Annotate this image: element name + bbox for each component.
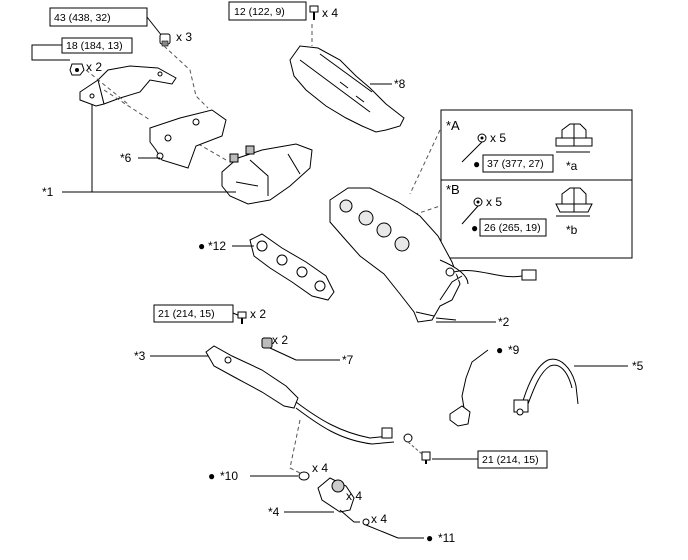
flange-nut-b-icon [555,187,593,217]
nut-icon [473,197,483,207]
o-ring-10: x 4 ● *10 [208,461,328,483]
callout-10-label: *10 [220,469,238,483]
torque-group-21b: 21 (214, 15) [407,441,548,469]
qty-x5-a-label: x 5 [490,131,506,145]
callout-8: *8 [370,77,406,91]
sensor-5: *5 [513,358,644,416]
callout-3: *3 [134,349,208,363]
callout-2: *2 [435,315,510,329]
bullet-dot-a: ● [473,157,480,171]
torque-43-label: 43 (438, 32) [54,12,111,24]
torque-18-label: 18 (184, 13) [66,40,123,52]
callout-9-label: *9 [508,343,520,357]
upper-heat-shield-8 [289,45,405,133]
qty-x2-sleeve-label: x 2 [272,333,288,347]
qty-x4-top-label: x 4 [322,6,338,20]
manifold-gasket-12 [249,233,335,301]
bullet-dot-11: ● [426,531,433,545]
qty-x3-label: x 3 [176,30,192,44]
bullet-dot-b: ● [471,221,478,235]
torque-12-label: 12 (122, 9) [234,6,285,18]
qty-x4-injector-label: x 4 [346,489,362,503]
torque-21b-label: 21 (214, 15) [482,454,539,466]
dashed-leader-injector [289,419,303,475]
injector-seal-11: x 4 ● *11 [362,512,455,545]
inset-a-label: *a [566,159,578,173]
bolt-icon [237,311,247,324]
bolt-icon [421,451,431,464]
bolt-icon [309,5,319,20]
oxygen-sensor-wire [445,267,537,281]
callout-4-label: *4 [268,505,280,519]
torque-37-label: 37 (377, 27) [487,158,544,170]
torque-group-18: 18 (184, 13) x 2 [31,37,133,76]
callout-6: *6 [120,151,160,165]
support-bracket-6 [149,109,227,169]
inset-b-label: *b [566,223,578,237]
callout-12-label: *12 [208,239,226,253]
clamp-9: ● *9 [449,343,520,427]
nut-type-inset: *A x 5 ● 37 (377, 27) *a *B x 5 ● 26 (26… [440,109,633,259]
nut-icon [477,133,487,143]
spacer-sleeve-7: x 2 *7 [261,333,354,367]
qty-x2-bolt-label: x 2 [250,307,266,321]
callout-6-label: *6 [120,151,132,165]
bullet-dot-10: ● [208,469,215,483]
callout-8-label: *8 [394,77,406,91]
heat-shield-lower [221,143,313,205]
fuel-injector-4: x 4 [317,477,362,523]
callout-4: *4 [268,505,334,519]
callout-2-label: *2 [498,315,510,329]
inset-B-label: *B [446,182,460,197]
torque-21a-label: 21 (214, 15) [158,308,215,320]
callout-7-label: *7 [342,353,354,367]
lower-heat-insulator-bracket [79,65,177,107]
callout-11-label: *11 [438,531,455,545]
callout-3-label: *3 [134,349,146,363]
callout-12: ● *12 [198,239,254,253]
callout-1-label: *1 [42,185,54,199]
inset-A-label: *A [446,118,460,133]
qty-x5-b-label: x 5 [486,195,502,209]
fuel-delivery-pipe-3 [205,345,413,445]
bullet-dot-12: ● [198,239,205,253]
qty-x2-nut-label: x 2 [86,60,102,74]
torque-group-12: 12 (122, 9) x 4 [228,1,338,21]
nut-icon [159,33,171,47]
torque-group-21a: 21 (214, 15) x 2 [153,304,266,324]
qty-x4-seal-label: x 4 [371,512,387,526]
nut-icon [69,63,85,76]
qty-x4-oring-label: x 4 [312,461,328,475]
flange-nut-a-icon [555,123,593,153]
bullet-dot-9: ● [496,343,503,357]
callout-5-label: *5 [632,359,644,373]
torque-group-43: 43 (438, 32) x 3 [49,7,192,47]
callout-1: *1 [42,104,236,199]
torque-26-label: 26 (265, 19) [484,222,541,234]
